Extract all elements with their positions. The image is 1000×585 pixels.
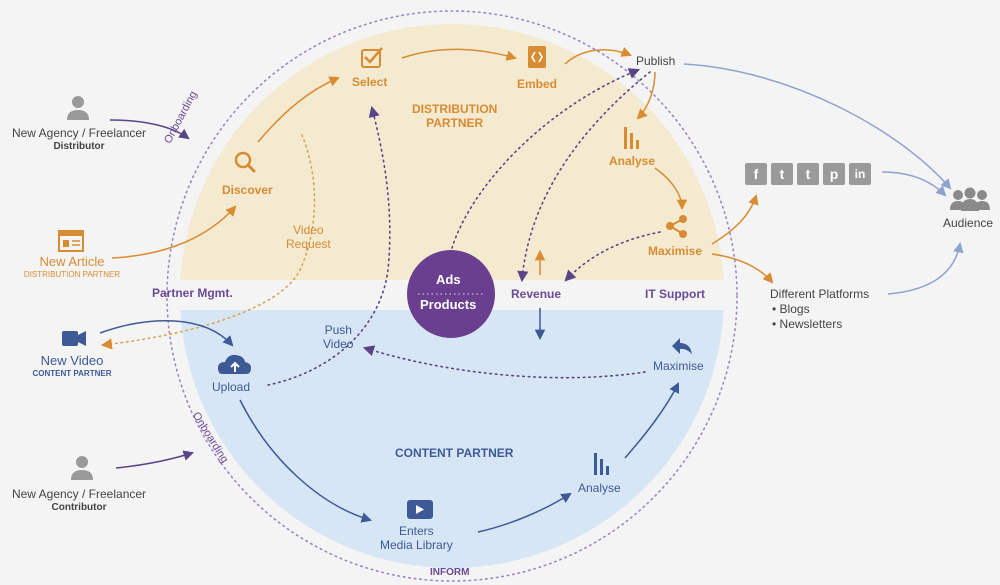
new-video-title: New Video: [40, 353, 104, 368]
play-icon: [407, 500, 433, 519]
publish-to-audience-arrow: [683, 63, 952, 190]
push-video-label: Push Video: [323, 323, 354, 352]
person-icon: [71, 456, 93, 480]
agency-contributor-label: New Agency / Freelancer Contributor: [6, 487, 152, 513]
platform-item: • Blogs: [772, 302, 810, 316]
analyse-content-label: Analyse: [578, 481, 621, 495]
maximise-to-revenue-arrow: [564, 231, 661, 282]
video-request-line2: Request: [286, 236, 331, 251]
maximise-to-social-arrow: [711, 193, 759, 245]
new-video-to-upload-arrow: [99, 320, 234, 347]
audience-icon: [950, 187, 990, 211]
content-zone-title: CONTENT PARTNER: [395, 446, 514, 460]
video-request-arrow: [100, 134, 316, 350]
platform-item: • Newsletters: [772, 317, 843, 331]
linkedin-icon: in: [849, 163, 871, 185]
revenue-label: Revenue: [511, 287, 562, 301]
maximise-label: Maximise: [648, 244, 703, 258]
article-to-discover-arrow: [111, 205, 237, 259]
push-video-line2: Video: [323, 336, 354, 351]
agency-distributor-line1: New Agency / Freelancer: [11, 126, 147, 140]
embed-icon: [528, 46, 546, 68]
social-to-audience-arrow: [881, 171, 947, 197]
analyse-to-maximise-blue-arrow: [624, 382, 679, 459]
ads-label: Ads: [436, 272, 461, 287]
pinterest-icon: p: [823, 163, 845, 185]
analyse-label: Analyse: [609, 154, 656, 168]
upload-label: Upload: [212, 380, 251, 394]
share-icon: [666, 215, 687, 238]
embed-to-publish-arrow: [564, 47, 632, 65]
upload-to-select-arrow: [267, 105, 391, 386]
content-zone: [180, 310, 724, 568]
checkbox-icon: [361, 47, 383, 68]
video-request-line1: Video: [293, 223, 324, 237]
distribution-zone-title: DISTRIBUTION PARTNER: [412, 102, 498, 131]
new-video-sub: CONTENT PARTNER: [32, 368, 112, 378]
new-video-label: New Video CONTENT PARTNER: [24, 353, 120, 378]
discover-to-select-arrow: [257, 76, 340, 143]
analyse-to-maximise-arrow: [654, 167, 688, 211]
maximise-to-platforms-arrow: [711, 253, 774, 284]
upload-to-library-arrow: [239, 399, 373, 523]
publish-to-analyse-arrow: [636, 71, 656, 120]
library-to-analyse-arrow: [477, 492, 572, 533]
media-library-line1: Enters: [399, 524, 434, 538]
embed-label: Embed: [517, 77, 558, 91]
new-article-title: New Article: [39, 254, 105, 269]
media-library-line2: Media Library: [380, 537, 453, 552]
maximise-content-label: Maximise: [653, 359, 704, 373]
distribution-zone-title-line1: DISTRIBUTION: [412, 102, 498, 116]
inform-label: INFORM: [430, 567, 470, 578]
distributor-onboarding-arrow: [109, 119, 190, 140]
platform-item-label: Blogs: [779, 302, 810, 316]
new-article-sub: DISTRIBUTION PARTNER: [23, 269, 121, 279]
distribution-zone-title-line2: PARTNER: [426, 115, 484, 130]
audience-label: Audience: [943, 216, 994, 230]
select-to-embed-arrow: [401, 48, 518, 61]
select-label: Select: [352, 75, 388, 89]
facebook-icon: f: [745, 163, 767, 185]
push-video-line1: Push: [324, 323, 352, 337]
video-camera-icon: [62, 331, 86, 346]
agency-distributor-label: New Agency / Freelancer Distributor: [6, 126, 152, 152]
contributor-onboarding-arrow: [115, 450, 195, 469]
video-request-label: Video Request: [286, 223, 331, 252]
media-library-label: Enters Media Library: [380, 524, 453, 553]
search-icon: [234, 151, 256, 173]
it-support-label: IT Support: [645, 287, 705, 301]
platform-item-label: Newsletters: [779, 317, 843, 331]
reply-icon: [672, 338, 692, 354]
platforms-to-audience-arrow: [887, 241, 964, 295]
bar-chart-icon: [594, 453, 609, 475]
maximise-to-push-arrow: [362, 345, 646, 379]
article-icon: [58, 230, 84, 252]
tumblr-icon: t: [797, 163, 819, 185]
agency-distributor-line2: Distributor: [53, 140, 105, 152]
publish-to-revenue-arrow: [517, 71, 651, 283]
onboarding-ring: [166, 10, 738, 582]
platforms-title: Different Platforms: [770, 287, 870, 301]
bar-chart-icon: [624, 127, 639, 149]
publish-label: Publish: [636, 54, 676, 68]
agency-contributor-line1: New Agency / Freelancer: [11, 487, 147, 501]
new-article-label: New Article DISTRIBUTION PARTNER: [14, 254, 130, 279]
person-icon: [67, 96, 89, 120]
twitter-icon: t: [771, 163, 793, 185]
partner-mgmt-label: Partner Mgmt.: [152, 286, 233, 300]
ads-to-publish-arrow: [451, 68, 641, 249]
products-label: Products: [420, 297, 477, 312]
distribution-zone: [180, 24, 724, 280]
upload-cloud-icon: [218, 354, 251, 374]
discover-label: Discover: [222, 183, 273, 197]
agency-contributor-line2: Contributor: [51, 501, 107, 513]
